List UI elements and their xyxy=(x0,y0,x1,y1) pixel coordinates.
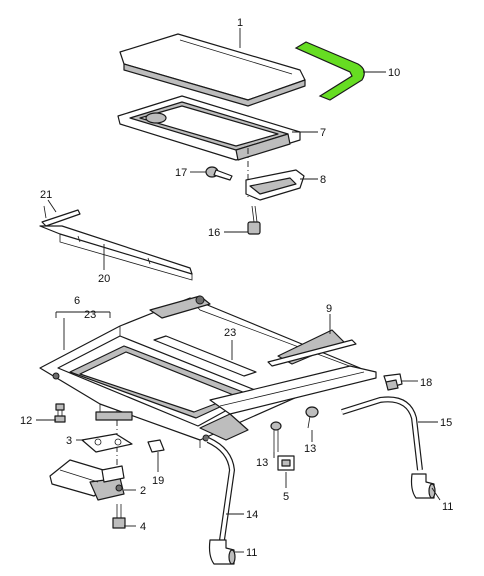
callout-11-b: 11 xyxy=(246,547,257,559)
part-motor-2 xyxy=(49,459,125,501)
part-glass-panel xyxy=(119,33,306,107)
part-drain-hose-15 xyxy=(341,396,423,471)
callout-labels: 1 10 7 17 8 16 21 20 6 23 9 23 18 12 15 … xyxy=(20,17,453,559)
part-bolt-13-right xyxy=(305,406,319,429)
leader-lines xyxy=(36,28,441,553)
part-rail-20 xyxy=(39,225,193,281)
callout-15: 15 xyxy=(440,417,452,429)
callout-21: 21 xyxy=(40,189,52,201)
part-elbow-11-left xyxy=(208,539,236,565)
callout-4: 4 xyxy=(140,521,146,533)
part-bolt-13-left xyxy=(270,421,282,452)
callout-23-b: 23 xyxy=(224,327,236,339)
part-bracket xyxy=(245,169,305,201)
callout-5: 5 xyxy=(283,491,289,503)
callout-2: 2 xyxy=(140,485,146,497)
callout-20: 20 xyxy=(98,273,110,285)
callout-1: 1 xyxy=(237,17,243,29)
part-bolt-12 xyxy=(54,403,66,423)
callout-12: 12 xyxy=(20,415,32,427)
part-gasket-3 xyxy=(81,433,133,453)
callout-16: 16 xyxy=(208,227,220,239)
part-bolt-16 xyxy=(247,205,261,235)
callout-9: 9 xyxy=(326,303,332,315)
callout-10: 10 xyxy=(388,67,400,79)
part-strip-23 xyxy=(153,335,257,377)
part-elbow-11-right xyxy=(410,473,436,499)
callout-17: 17 xyxy=(175,167,187,179)
callout-6: 6 xyxy=(74,295,80,307)
callout-3: 3 xyxy=(66,435,72,447)
callout-7: 7 xyxy=(320,127,326,139)
callout-8: 8 xyxy=(320,174,326,186)
part-main-frame xyxy=(39,295,361,448)
callout-18: 18 xyxy=(420,377,432,389)
callout-11-a: 11 xyxy=(442,501,453,513)
part-seal-highlighted xyxy=(294,41,365,101)
callout-23-a: 23 xyxy=(84,309,96,321)
part-screw-17 xyxy=(205,166,233,181)
part-screw-4 xyxy=(112,504,126,529)
callout-13-a: 13 xyxy=(256,457,268,469)
part-glass-frame xyxy=(117,95,301,161)
callout-14: 14 xyxy=(246,509,258,521)
part-cable-rail xyxy=(209,365,377,415)
part-drain-hose-14 xyxy=(206,437,236,541)
part-nut-5 xyxy=(277,455,295,471)
callout-19: 19 xyxy=(152,475,164,487)
part-clip-18 xyxy=(383,373,403,391)
callout-13-b: 13 xyxy=(304,443,316,455)
part-deflector-9 xyxy=(267,329,357,367)
part-clip-21 xyxy=(41,205,81,227)
part-clip-19 xyxy=(147,439,165,453)
